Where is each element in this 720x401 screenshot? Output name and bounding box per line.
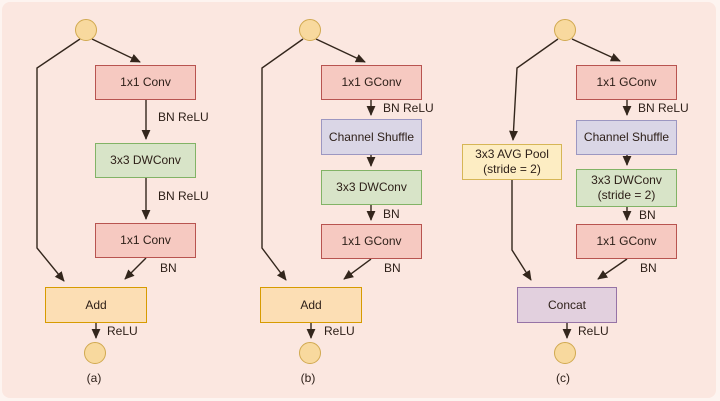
concat-box-c: Concat	[517, 287, 617, 323]
edge-input-to-conv1-a	[91, 38, 141, 63]
edge-label-bn-2-c: BN	[640, 261, 657, 275]
edge-conv2-to-add-a	[124, 257, 147, 280]
gconv2-label-c: 1x1 GConv	[596, 234, 657, 248]
input-node-b	[299, 19, 321, 41]
dwconv-label-a: 3x3 DWConv	[110, 153, 181, 167]
input-node-c	[554, 19, 576, 41]
concat-label-c: Concat	[547, 297, 587, 312]
add-label-b: Add	[300, 297, 322, 312]
edge-label-bn-1-c: BN	[639, 208, 656, 222]
panel-caption-c: (c)	[556, 371, 570, 385]
output-node-a	[84, 342, 106, 364]
avgpool-label-line2-c: (stride = 2)	[483, 162, 541, 176]
dwconv-label-b: 3x3 DWConv	[336, 180, 407, 194]
dwconv-label-line1-c: 3x3 DWConv	[591, 173, 662, 187]
add-box-a: Add	[45, 287, 147, 323]
edge-label-bn-relu-2-a: BN ReLU	[158, 189, 209, 203]
conv2-box-a: 1x1 Conv	[95, 223, 196, 258]
edge-input-to-gconv1-c	[571, 38, 621, 62]
edge-gconv2-to-concat-c	[597, 258, 628, 280]
input-node-a	[75, 19, 97, 41]
channel-shuffle-box-b: Channel Shuffle	[321, 119, 422, 155]
avgpool-label-line1-c: 3x3 AVG Pool	[475, 147, 549, 161]
gconv2-box-b: 1x1 GConv	[321, 224, 422, 259]
edge-label-relu-c: ReLU	[578, 324, 609, 338]
channel-shuffle-box-c: Channel Shuffle	[576, 120, 677, 155]
gconv1-box-c: 1x1 GConv	[576, 65, 677, 100]
edge-avgpool-to-concat-c	[511, 180, 532, 281]
edge-label-relu-a: ReLU	[107, 324, 138, 338]
dwconv-box-b: 3x3 DWConv	[321, 170, 422, 205]
edge-label-relu-b: ReLU	[324, 324, 355, 338]
gconv2-label-b: 1x1 GConv	[341, 234, 402, 248]
edge-label-bn-1-b: BN	[383, 207, 400, 221]
output-node-b	[299, 342, 321, 364]
edge-skip-a	[36, 38, 81, 282]
gconv2-box-c: 1x1 GConv	[576, 224, 677, 259]
conv1-label-a: 1x1 Conv	[120, 75, 171, 89]
edge-label-bn-relu-b: BN ReLU	[383, 101, 434, 115]
gconv1-label-b: 1x1 GConv	[341, 75, 402, 89]
gconv1-label-c: 1x1 GConv	[596, 75, 657, 89]
edge-label-bn-2-b: BN	[384, 261, 401, 275]
avgpool-box-c: 3x3 AVG Pool (stride = 2)	[462, 144, 562, 180]
dwconv-box-a: 3x3 DWConv	[95, 143, 196, 178]
edge-label-bn-a: BN	[160, 261, 177, 275]
dwconv-stride-box-c: 3x3 DWConv (stride = 2)	[576, 169, 677, 207]
conv2-label-a: 1x1 Conv	[120, 233, 171, 247]
output-node-c	[554, 342, 576, 364]
channel-shuffle-label-c: Channel Shuffle	[583, 130, 670, 144]
edge-label-bn-relu-c: BN ReLU	[638, 101, 689, 115]
dwconv-label-line2-c: (stride = 2)	[597, 188, 656, 202]
edge-skip-b	[261, 38, 304, 281]
add-box-b: Add	[260, 287, 362, 323]
channel-shuffle-label-b: Channel Shuffle	[328, 129, 415, 144]
panel-caption-a: (a)	[86, 371, 102, 385]
edge-input-to-gconv1-b	[315, 38, 366, 63]
add-label-a: Add	[85, 297, 107, 312]
conv1-box-a: 1x1 Conv	[95, 65, 196, 100]
edge-label-bn-relu-1-a: BN ReLU	[158, 110, 209, 124]
panel-caption-b: (b)	[300, 371, 316, 385]
gconv1-box-b: 1x1 GConv	[321, 65, 422, 100]
edge-gconv2-to-add-b	[343, 258, 372, 280]
edge-input-to-avgpool-c	[509, 38, 559, 141]
